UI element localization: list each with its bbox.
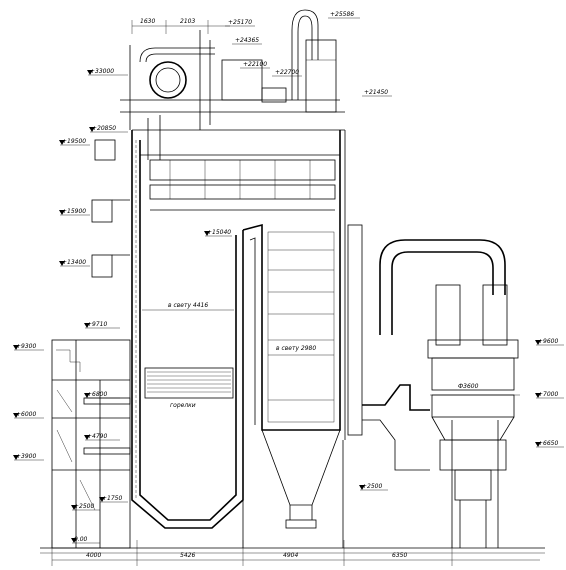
elev-3900: +3900	[13, 453, 44, 461]
svg-text:+15040: +15040	[207, 229, 231, 236]
elev-20850: +20850	[89, 125, 128, 133]
svg-text:+6800: +6800	[87, 391, 107, 398]
svg-text:+20850: +20850	[92, 125, 116, 132]
svg-text:+15900: +15900	[62, 208, 86, 215]
elev-4790: +4790	[84, 433, 120, 441]
elev-9600: +9600	[535, 338, 564, 346]
svg-text:+2500: +2500	[74, 503, 94, 510]
elev-25586: +25586	[328, 11, 360, 19]
elev-9710: +9710	[84, 321, 120, 329]
top-dimension-chain: 1630 2103	[131, 18, 230, 34]
elevation-markers-right: +15040 +9600 +7000 +6650 +2500	[204, 229, 564, 491]
dim-bottom-3: 4904	[283, 552, 298, 559]
elevation-markers-left: +33000 +20850 +19500 +15900 +13400 +9710…	[13, 68, 128, 544]
furnace-width-label: в свету 4416	[168, 302, 208, 309]
cyclone-separator: Ф3600	[427, 284, 520, 548]
top-piping	[120, 9, 345, 160]
dim-top-1: 1630	[140, 18, 155, 25]
svg-text:+22700: +22700	[275, 69, 299, 76]
elev-13400: +13400	[59, 259, 90, 267]
burner-lines	[147, 371, 231, 393]
elev-22100: +22100	[240, 61, 270, 69]
elev-33000: +33000	[87, 68, 128, 76]
elev-19500: +19500	[59, 138, 90, 146]
elev-2500-right: +2500	[359, 483, 388, 491]
burners-label: горелки	[170, 402, 196, 409]
svg-text:+33000: +33000	[90, 68, 114, 75]
svg-text:0.00: 0.00	[74, 536, 88, 543]
svg-text:+7000: +7000	[538, 391, 558, 398]
dim-bottom-2: 5426	[180, 552, 195, 559]
elev-21450: +21450	[362, 89, 392, 97]
svg-text:+3900: +3900	[16, 453, 36, 460]
elev-15900: +15900	[59, 208, 90, 216]
flue-ducts	[347, 224, 506, 471]
dim-bottom-4: 6350	[392, 552, 407, 559]
dim-bottom-1: 4000	[86, 552, 101, 559]
elevation-markers-top: +25586 +25170 +24365 +22100 +22700 +2145…	[225, 11, 392, 97]
elev-7000: +7000	[535, 391, 564, 399]
convection-shaft: в свету 2980	[242, 130, 346, 548]
elev-0: 0.00	[71, 536, 100, 544]
svg-text:+21450: +21450	[364, 89, 388, 96]
elev-15040: +15040	[204, 229, 232, 237]
svg-text:+13400: +13400	[62, 259, 86, 266]
conv-width-label: в свету 2980	[276, 345, 316, 352]
svg-text:+2500: +2500	[362, 483, 382, 490]
left-structure	[51, 139, 131, 549]
ceiling-superheater	[149, 159, 336, 211]
furnace-chamber: горелки в свету 4416	[131, 129, 345, 529]
svg-text:+24365: +24365	[235, 37, 259, 44]
svg-text:+22100: +22100	[243, 61, 267, 68]
elev-2500-left: +2500	[71, 503, 100, 511]
elev-1750: +1750	[99, 495, 128, 503]
svg-text:+9710: +9710	[87, 321, 107, 328]
svg-text:+25170: +25170	[228, 19, 252, 26]
svg-text:+6000: +6000	[16, 411, 36, 418]
svg-text:+4790: +4790	[87, 433, 107, 440]
elev-6800: +6800	[84, 391, 120, 399]
elev-24365: +24365	[232, 37, 262, 45]
elev-25170: +25170	[225, 19, 255, 27]
elev-9300: +9300	[13, 343, 44, 351]
cyclone-dia-label: Ф3600	[458, 383, 479, 390]
svg-text:+9600: +9600	[538, 338, 558, 345]
svg-text:+9300: +9300	[16, 343, 36, 350]
svg-text:+19500: +19500	[62, 138, 86, 145]
elev-22700: +22700	[272, 69, 302, 77]
dim-top-2: 2103	[180, 18, 195, 25]
svg-text:+25586: +25586	[330, 11, 354, 18]
svg-text:+1750: +1750	[102, 495, 122, 502]
elev-6000: +6000	[13, 411, 44, 419]
elev-6650: +6650	[535, 440, 564, 448]
svg-text:+6650: +6650	[538, 440, 558, 447]
